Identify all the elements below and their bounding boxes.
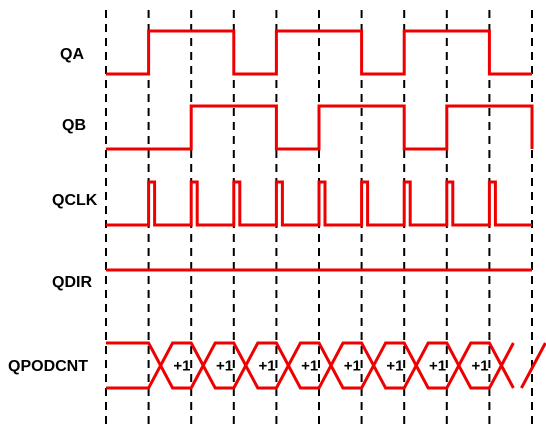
signal-label-qpodcnt: QPODCNT bbox=[8, 358, 88, 375]
bus-increment-label: +1 bbox=[472, 358, 489, 375]
waveform-qclk bbox=[106, 180, 532, 227]
bus-tail-crossing bbox=[520, 342, 546, 389]
bus-increment-label: +1 bbox=[429, 358, 446, 375]
signal-label-qb: QB bbox=[62, 117, 86, 134]
signal-label-qdir: QDIR bbox=[52, 274, 92, 291]
signal-label-qclk: QCLK bbox=[52, 192, 98, 209]
bus-increment-label: +1 bbox=[301, 358, 318, 375]
bus-increment-label: +1 bbox=[344, 358, 361, 375]
bus-increment-label: +1 bbox=[259, 358, 276, 375]
bus-increment-label: +1 bbox=[173, 358, 190, 375]
signal-labels: QA QB QCLK QDIR QPODCNT +1 +1 +1 +1 +1 +1 +1 +1 bbox=[8, 46, 489, 375]
waveform-qb bbox=[106, 104, 534, 151]
bus-increment-label: +1 bbox=[216, 358, 233, 375]
signal-label-qa: QA bbox=[60, 46, 84, 63]
waveforms bbox=[106, 29, 546, 390]
bus-edge-a bbox=[106, 341, 515, 390]
bus-edge-b bbox=[106, 341, 515, 390]
bus-increment-label: +1 bbox=[386, 358, 403, 375]
waveform-qa bbox=[106, 29, 532, 76]
